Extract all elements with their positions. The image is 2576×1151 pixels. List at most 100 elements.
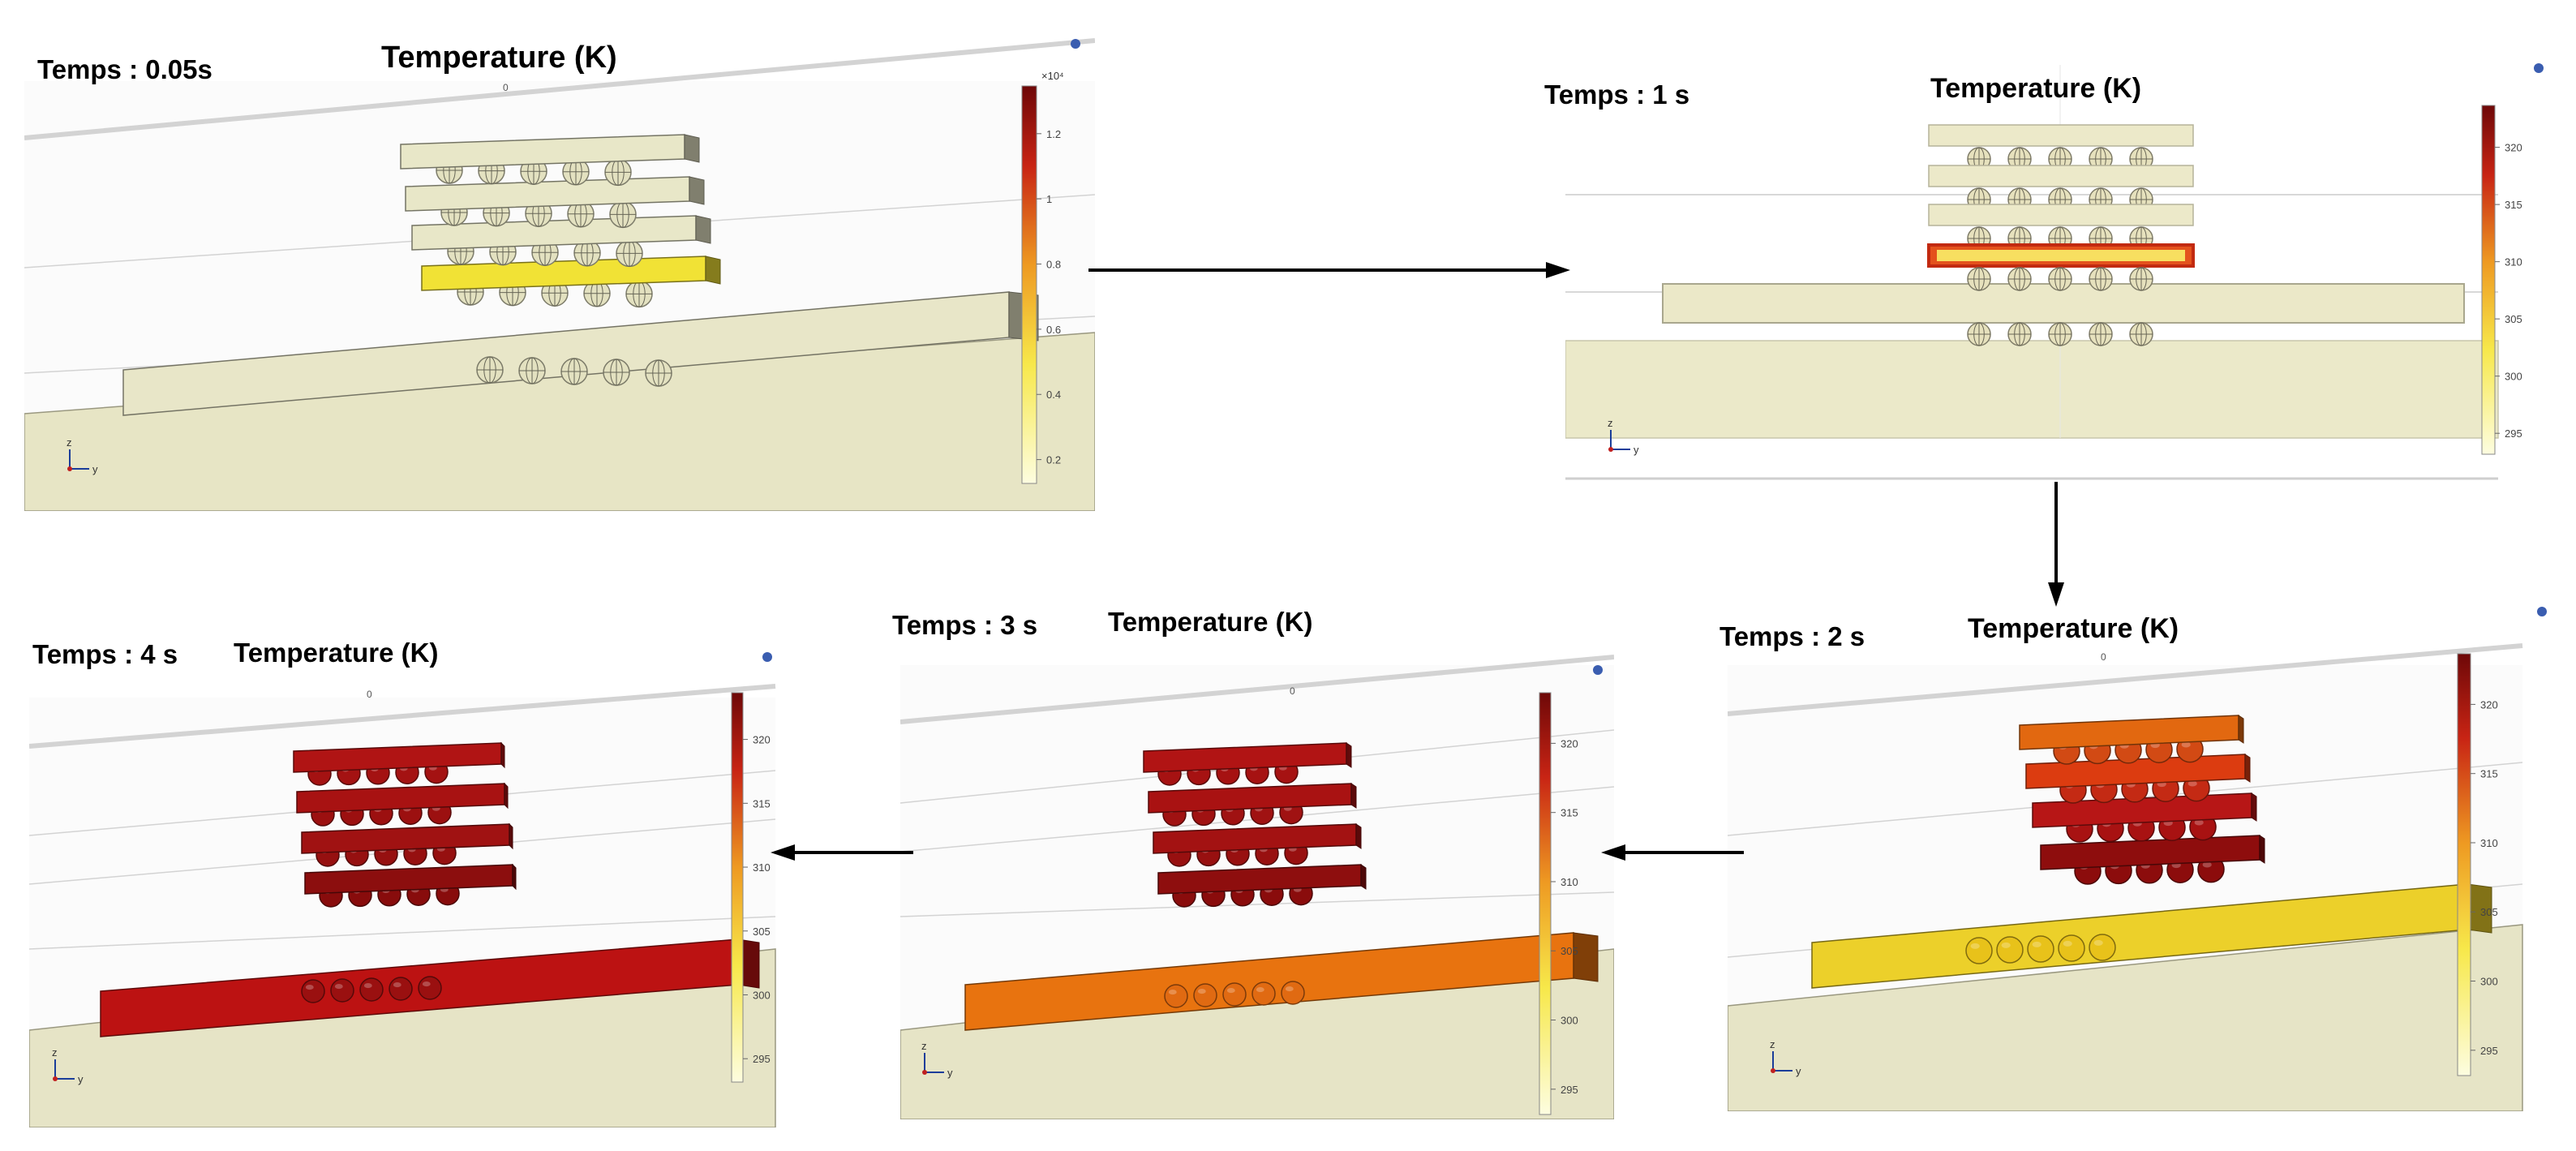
stack-plate-end bbox=[1355, 823, 1362, 849]
sphere-grid bbox=[2014, 267, 2025, 291]
grid-line bbox=[29, 916, 776, 950]
sphere-grid bbox=[2136, 322, 2147, 346]
axis-label-z: z bbox=[1770, 1038, 1775, 1050]
plot-title: Temperature (K) bbox=[1108, 607, 1313, 637]
axis-label-z: z bbox=[921, 1040, 927, 1052]
stack-plate bbox=[1928, 165, 2194, 187]
colorbar-tick-label: 320 bbox=[753, 734, 771, 746]
sphere-highlight bbox=[334, 984, 343, 990]
sphere-highlight bbox=[2187, 780, 2197, 787]
colorbar-tick-label: 315 bbox=[1561, 807, 1578, 819]
sphere bbox=[418, 976, 442, 1000]
sphere-highlight bbox=[2001, 942, 2011, 948]
stack-plate-end bbox=[512, 863, 517, 891]
arrow-right bbox=[1088, 262, 1570, 278]
sphere bbox=[359, 977, 384, 1002]
axis-label-z: z bbox=[67, 436, 72, 449]
sphere bbox=[330, 978, 354, 1003]
colorbar-tick-label: 295 bbox=[1561, 1084, 1578, 1096]
stack-plate bbox=[1928, 124, 2194, 147]
axis-origin bbox=[922, 1070, 927, 1075]
sphere-grid bbox=[2014, 322, 2025, 346]
sphere-highlight bbox=[305, 985, 314, 990]
sphere-highlight bbox=[2063, 940, 2072, 947]
colorbar-tick-label: 305 bbox=[2480, 906, 2498, 918]
view-gizmo-icon bbox=[1071, 39, 1080, 49]
sphere-grid bbox=[2095, 267, 2106, 291]
colorbar-tick-label: 305 bbox=[2505, 313, 2522, 325]
colorbar-tick-label: 0.4 bbox=[1046, 389, 1061, 401]
grid-line bbox=[900, 891, 1614, 917]
sphere-highlight bbox=[1256, 987, 1264, 993]
sphere-grid bbox=[1973, 267, 1985, 291]
stack-plate-end bbox=[2259, 835, 2265, 864]
sphere-grid bbox=[568, 358, 581, 385]
base-plate-end bbox=[1573, 932, 1599, 982]
colorbar bbox=[2457, 653, 2471, 1076]
time-label: Temps : 4 s bbox=[32, 639, 178, 669]
plot-title: Temperature (K) bbox=[234, 638, 439, 668]
axis-label-y: y bbox=[947, 1067, 953, 1079]
sphere-highlight bbox=[1970, 943, 1980, 949]
colorbar bbox=[1021, 85, 1037, 484]
stack-plate-end bbox=[500, 741, 505, 769]
stack-plate-end bbox=[1360, 864, 1367, 890]
colorbar-tick-label: 310 bbox=[2480, 837, 2498, 849]
colorbar-tick-label: 320 bbox=[1561, 737, 1578, 749]
axis-label-z: z bbox=[1608, 417, 1613, 429]
time-label: Temps : 1 s bbox=[1544, 79, 1690, 110]
time-label: Temps : 0.05s bbox=[37, 54, 213, 84]
sphere bbox=[389, 977, 413, 1001]
colorbar-tick-label: 1.2 bbox=[1046, 128, 1061, 140]
colorbar-tick-label: 305 bbox=[753, 926, 771, 938]
sphere bbox=[1222, 982, 1247, 1007]
sphere-highlight bbox=[2181, 741, 2191, 748]
sphere bbox=[1965, 937, 1993, 964]
sphere-grid bbox=[526, 357, 539, 384]
grid-line bbox=[29, 684, 776, 749]
sphere-highlight bbox=[1226, 988, 1235, 994]
sphere bbox=[2027, 935, 2054, 963]
colorbar-tick-label: 0.8 bbox=[1046, 259, 1061, 271]
sphere bbox=[1193, 983, 1217, 1007]
arrow-left bbox=[771, 844, 913, 861]
colorbar-tick-label: 300 bbox=[2505, 371, 2522, 383]
sphere-highlight bbox=[2032, 941, 2041, 947]
plot-title: Temperature (K) bbox=[1930, 73, 2142, 104]
stack-plate bbox=[1928, 204, 2194, 226]
colorbar-tick-label: 300 bbox=[2480, 976, 2498, 988]
time-label: Temps : 2 s bbox=[1719, 621, 1865, 651]
colorbar-tick-label: 295 bbox=[2505, 427, 2522, 440]
arrow-left bbox=[1601, 844, 1744, 861]
sphere-grid bbox=[2054, 322, 2066, 346]
axis-label-y: y bbox=[1796, 1065, 1801, 1077]
axis-label-y: y bbox=[92, 463, 98, 475]
sphere-grid bbox=[652, 359, 665, 387]
colorbar-tick-label: 315 bbox=[2480, 768, 2498, 780]
colorbar-tick-label: 315 bbox=[2505, 199, 2522, 211]
sphere bbox=[1164, 984, 1188, 1008]
stack-plate-end bbox=[2251, 792, 2257, 822]
axis-tick-label: 0 bbox=[503, 82, 509, 93]
sphere bbox=[1996, 936, 2024, 964]
sphere-grid bbox=[2054, 267, 2066, 291]
grid-line bbox=[29, 818, 776, 885]
axis-origin bbox=[67, 466, 72, 471]
sphere bbox=[301, 979, 325, 1003]
sphere-grid bbox=[483, 356, 496, 384]
stack-plate-end bbox=[509, 822, 513, 850]
colorbar-tick-label: 310 bbox=[1561, 876, 1578, 888]
colorbar-tick-label: 295 bbox=[2480, 1045, 2498, 1057]
sphere-highlight bbox=[393, 982, 401, 988]
sphere-highlight bbox=[1285, 986, 1294, 992]
stack-plate-end bbox=[689, 176, 705, 205]
sphere bbox=[2058, 934, 2085, 962]
